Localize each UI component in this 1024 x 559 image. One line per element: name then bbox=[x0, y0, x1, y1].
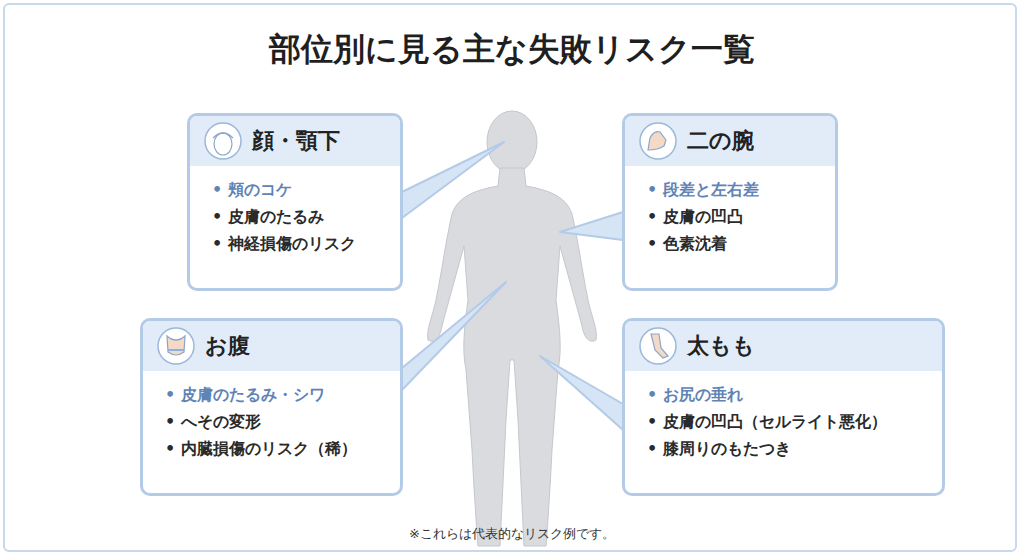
risk-item: • 色素沈着 bbox=[625, 230, 835, 257]
region-heading: お腹 bbox=[143, 321, 400, 371]
risk-item: • 皮膚のたるみ・シワ bbox=[143, 381, 400, 408]
callout-pointers bbox=[402, 142, 623, 430]
risk-item: • へその変形 bbox=[143, 408, 400, 435]
risk-item: • 段差と左右差 bbox=[625, 176, 835, 203]
risk-item: • 内臓損傷のリスク（稀） bbox=[143, 435, 400, 462]
region-heading: 太もも bbox=[625, 321, 942, 371]
risk-item: • お尻の垂れ bbox=[625, 381, 942, 408]
callout-box: 二の腕 • 段差と左右差• 皮膚の凹凸• 色素沈着 bbox=[622, 113, 838, 291]
footnote-caption: ※これらは代表的なリスク例です。 bbox=[0, 525, 1024, 543]
region-heading: 二の腕 bbox=[625, 116, 835, 166]
risk-item: • 頬のコケ bbox=[190, 176, 400, 203]
risk-item: • 皮膚の凹凸 bbox=[625, 203, 835, 230]
callout-box: 顔・顎下 • 頬のコケ• 皮膚のたるみ• 神経損傷のリスク bbox=[187, 113, 403, 291]
risk-item: • 膝周りのもたつき bbox=[625, 435, 942, 462]
region-heading: 顔・顎下 bbox=[190, 116, 400, 166]
diagram-title: 部位別に見る主な失敗リスク一覧 bbox=[0, 28, 1024, 72]
risk-item: • 皮膚のたるみ bbox=[190, 203, 400, 230]
risk-item: • 皮膚の凹凸（セルライト悪化） bbox=[625, 408, 942, 435]
callout-box: お腹 • 皮膚のたるみ・シワ• へその変形• 内臓損傷のリスク（稀） bbox=[140, 318, 403, 496]
risk-item: • 神経損傷のリスク bbox=[190, 230, 400, 257]
callout-box: 太もも • お尻の垂れ• 皮膚の凹凸（セルライト悪化）• 膝周りのもたつき bbox=[622, 318, 945, 496]
